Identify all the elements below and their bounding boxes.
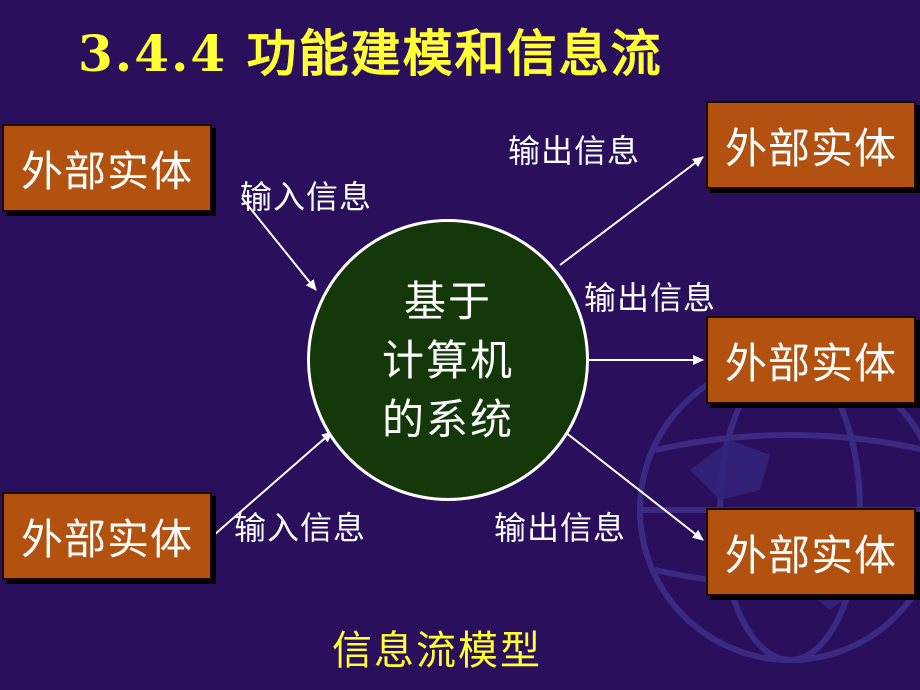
- external-entity-left-bottom: 外部实体: [2, 492, 212, 580]
- label-input-bottom: 输入信息: [234, 509, 367, 547]
- external-entity-right-bottom: 外部实体: [706, 508, 916, 596]
- arrow-output-bottom: [564, 431, 704, 541]
- arrow-output-top: [559, 156, 704, 266]
- label-input-top: 输入信息: [240, 178, 373, 216]
- external-entity-left-top: 外部实体: [2, 124, 212, 212]
- label-output-top: 输出信息: [508, 132, 641, 170]
- external-entity-right-middle: 外部实体: [706, 316, 916, 404]
- arrow-input-top: [241, 197, 317, 291]
- page-title: 3.4.4 功能建模和信息流: [78, 24, 663, 83]
- label-output-bottom: 输出信息: [494, 509, 627, 547]
- computer-based-system-node: 基于 计算机 的系统: [307, 219, 589, 501]
- arrow-input-bottom: [213, 431, 333, 536]
- center-line-3: 的系统: [381, 394, 514, 444]
- label-output-middle: 输出信息: [584, 279, 717, 317]
- external-entity-right-top: 外部实体: [706, 101, 916, 189]
- center-line-2: 计算机: [381, 335, 514, 385]
- center-line-1: 基于: [403, 276, 492, 326]
- diagram-caption: 信息流模型: [332, 628, 542, 674]
